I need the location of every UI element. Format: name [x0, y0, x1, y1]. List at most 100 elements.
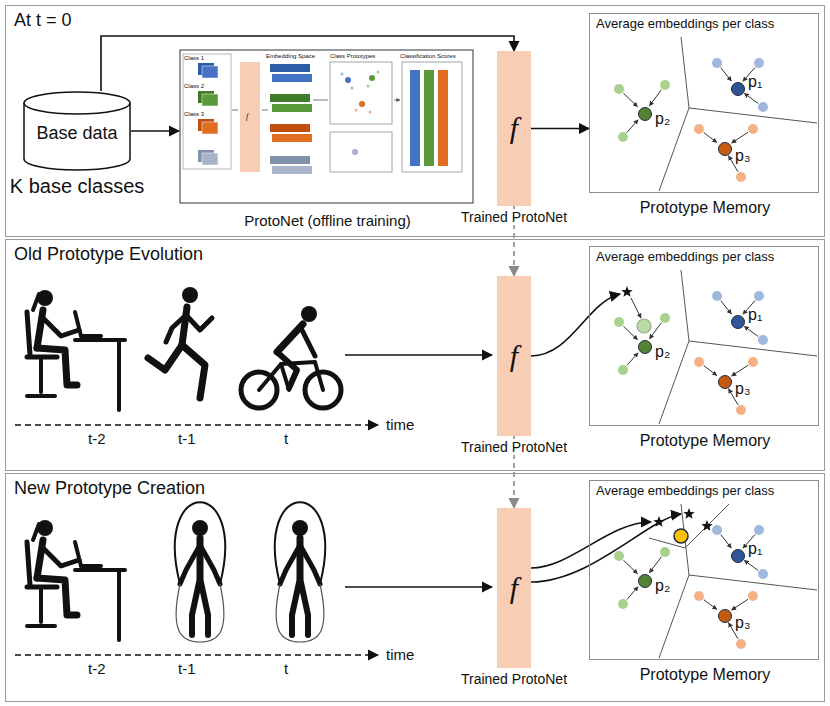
- figure-stroke: [117, 340, 121, 410]
- stage-panel: Old Prototype EvolutionfTrained ProtoNet…: [5, 239, 825, 471]
- new-sample-star: [701, 520, 712, 531]
- embedding-dot: [748, 591, 758, 601]
- figure-stroke: [27, 394, 55, 398]
- embedding-dot: [736, 639, 746, 649]
- arrow-connector: [531, 514, 681, 582]
- figure-stroke: [75, 312, 81, 336]
- embedding-dot: [694, 124, 704, 134]
- database-caption: K base classes: [10, 175, 145, 198]
- embedding-arrow: [704, 366, 717, 376]
- memory-caption: Prototype Memory: [640, 432, 771, 450]
- figure-stroke: [300, 578, 308, 635]
- embedding-dot: [614, 84, 624, 94]
- stage-panel: At t = 0Base dataK base classesProtoNet …: [5, 5, 825, 237]
- figure-stroke: [117, 570, 121, 640]
- figure-stroke: [200, 545, 220, 584]
- prototype-dot: p₂: [638, 340, 652, 354]
- figure-stroke: [182, 345, 205, 398]
- panel-heading: Old Prototype Evolution: [14, 244, 203, 265]
- prototype-label: p₂: [655, 343, 670, 361]
- prototype-dot: p₁: [731, 549, 745, 563]
- database-label: Base data: [36, 123, 117, 144]
- prototype-dot: p₃: [718, 375, 732, 389]
- encoder-caption: Trained ProtoNet: [459, 439, 569, 455]
- figure-stroke: [81, 564, 101, 568]
- time-label: t: [284, 660, 288, 677]
- input-arrow: [345, 354, 492, 356]
- embedding-dot: [694, 357, 704, 367]
- prototype-memory: Average embeddings per classPrototype Me…: [589, 480, 819, 660]
- embedding-arrow: [623, 560, 637, 574]
- embedding-arrow: [744, 93, 758, 103]
- figure-stroke: [39, 587, 43, 622]
- figure-stroke: [33, 294, 39, 310]
- embedding-dot: [736, 405, 746, 415]
- encoder-box: fTrained ProtoNet: [497, 51, 531, 206]
- protonet-inset-art: [180, 50, 473, 203]
- voronoi-boundary: [649, 504, 729, 548]
- prototype-dot: p₃: [718, 142, 732, 156]
- prototype-label: p₃: [735, 147, 750, 165]
- axis-label: time: [386, 646, 414, 663]
- time-axis: [15, 654, 378, 656]
- embedding-arrow: [744, 326, 758, 336]
- prototype-dot: p₂: [638, 574, 652, 588]
- jump-rope: [276, 584, 324, 642]
- voronoi-boundary: [659, 504, 817, 658]
- figure-head: [301, 306, 317, 322]
- prototype-label: p₃: [735, 380, 750, 398]
- embedding-dot: [748, 357, 758, 367]
- time-label: t-2: [88, 660, 106, 677]
- prototype-dot: p₁: [731, 82, 745, 96]
- encoder-symbol: f: [510, 339, 518, 374]
- embedding-arrow: [649, 557, 661, 573]
- figure-stroke: [186, 315, 212, 330]
- embedding-dot: [712, 58, 722, 68]
- embedding-space: [589, 246, 819, 426]
- embedding-dot: [660, 547, 670, 557]
- prototype-label: p₂: [655, 577, 670, 595]
- embedding-dot: [754, 291, 764, 301]
- embedding-arrow: [721, 301, 732, 314]
- embedding-arrow: [721, 68, 732, 81]
- embedding-dot: [754, 58, 764, 68]
- embedding-arrow: [627, 587, 638, 600]
- prototype-memory: Average embeddings per classPrototype Me…: [589, 13, 819, 193]
- embedding-dot: [736, 172, 746, 182]
- figure-stroke: [81, 334, 101, 338]
- embedding-dot: [618, 599, 628, 609]
- embedding-dot: [754, 525, 764, 535]
- new-sample-star: [653, 516, 664, 527]
- time-label: t-2: [88, 430, 106, 447]
- class-label: Class 2: [184, 83, 204, 90]
- jump-rope: [175, 502, 225, 584]
- prototype-memory: Average embeddings per classPrototype Me…: [589, 246, 819, 426]
- prototype-label: p₁: [748, 73, 762, 91]
- embedding-dot: [618, 365, 628, 375]
- encoder-symbol: f: [510, 571, 518, 606]
- prototype-dot: p₃: [718, 609, 732, 623]
- figure-stroke: [148, 345, 182, 370]
- arrow-connector: [131, 130, 179, 132]
- figure-stroke: [27, 624, 55, 628]
- time-axis: [15, 424, 378, 426]
- prototype-label: p₁: [748, 540, 762, 558]
- time-label: t-1: [178, 430, 196, 447]
- arrow-connector: [101, 36, 514, 91]
- embedding-dot: [758, 335, 768, 345]
- new-sample-star: [683, 508, 694, 519]
- embedding-arrow: [649, 90, 661, 106]
- prototype-label: p₂: [655, 110, 670, 128]
- embedding-arrow: [732, 599, 748, 610]
- voronoi-boundary: [659, 37, 817, 191]
- embedding-dot: [758, 569, 768, 579]
- figure-head: [192, 520, 208, 536]
- axis-label: time: [386, 416, 414, 433]
- figure-stroke: [200, 578, 208, 635]
- stage-label: Class Prototypes: [330, 53, 375, 60]
- memory-heading: Average embeddings per class: [596, 484, 774, 499]
- figure-stroke: [277, 352, 297, 388]
- encoder-box: fTrained ProtoNet: [497, 276, 531, 436]
